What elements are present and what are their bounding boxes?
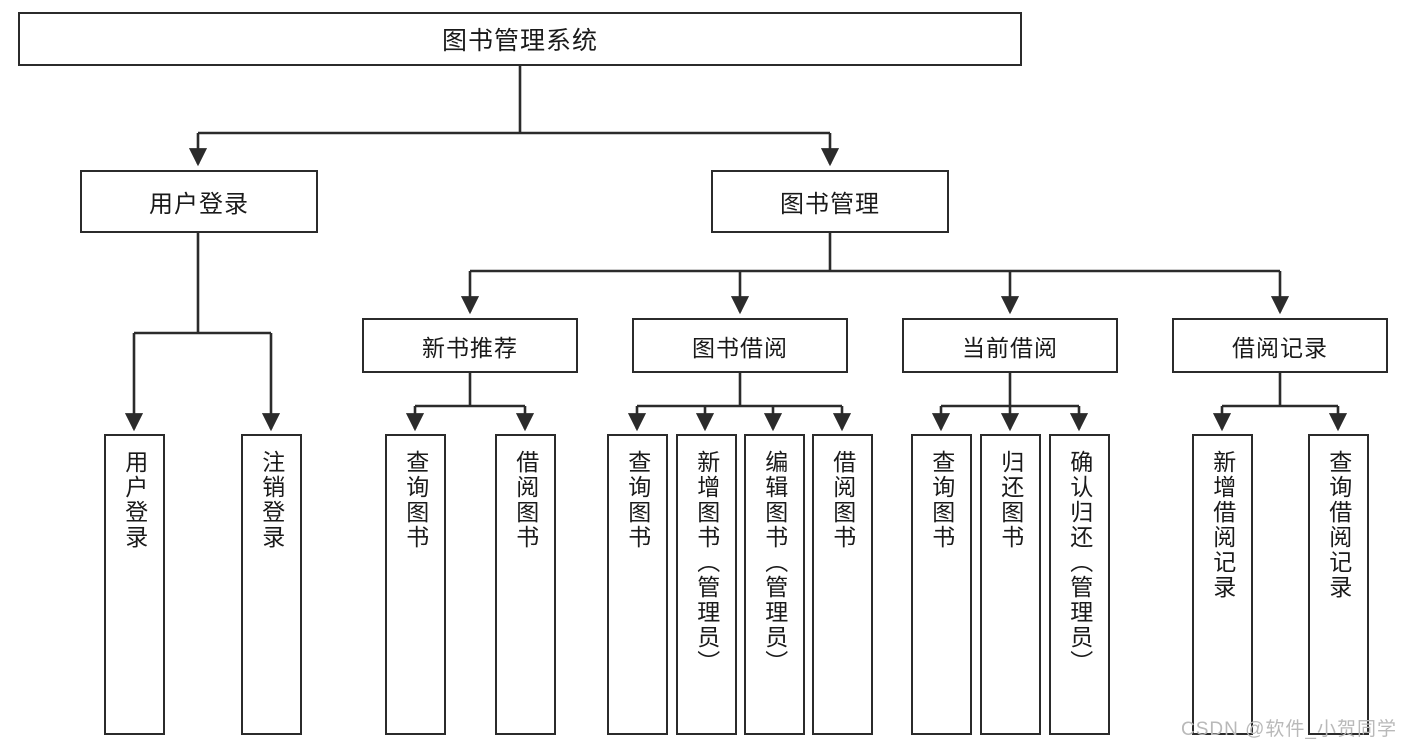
node-book-management-label: 图书管理 <box>780 191 880 218</box>
leaf-query-book-current-label: 查询图书 <box>928 450 955 550</box>
leaf-logout-label: 注销登录 <box>258 450 285 550</box>
node-new-book-recommend-label: 新书推荐 <box>422 334 518 361</box>
node-book-management[interactable]: 图书管理 <box>711 170 949 233</box>
leaf-return-book-label: 归还图书 <box>997 450 1024 550</box>
leaf-add-book-admin-label: 新增图书（管理员） <box>693 450 720 675</box>
csdn-watermark: CSDN @软件_小贺同学 <box>1181 719 1397 740</box>
leaf-logout[interactable]: 注销登录 <box>241 434 302 735</box>
leaf-edit-book-admin[interactable]: 编辑图书（管理员） <box>744 434 805 735</box>
leaf-add-borrow-record[interactable]: 新增借阅记录 <box>1192 434 1253 735</box>
leaf-borrow-book-borrow[interactable]: 借阅图书 <box>812 434 873 735</box>
leaf-add-borrow-record-label: 新增借阅记录 <box>1209 450 1236 600</box>
leaf-borrow-book-newbook[interactable]: 借阅图书 <box>495 434 556 735</box>
leaf-add-book-admin[interactable]: 新增图书（管理员） <box>676 434 737 735</box>
leaf-query-book-newbook[interactable]: 查询图书 <box>385 434 446 735</box>
node-new-book-recommend[interactable]: 新书推荐 <box>362 318 578 373</box>
leaf-confirm-return-admin-label: 确认归还（管理员） <box>1066 450 1093 675</box>
node-book-borrow-label: 图书借阅 <box>692 334 788 361</box>
leaf-query-book-current[interactable]: 查询图书 <box>911 434 972 735</box>
node-current-borrow-label: 当前借阅 <box>962 334 1058 361</box>
node-borrow-record-label: 借阅记录 <box>1232 334 1328 361</box>
leaf-query-book-borrow[interactable]: 查询图书 <box>607 434 668 735</box>
node-current-borrow[interactable]: 当前借阅 <box>902 318 1118 373</box>
leaf-query-borrow-record[interactable]: 查询借阅记录 <box>1308 434 1369 735</box>
node-root[interactable]: 图书管理系统 <box>18 12 1022 66</box>
leaf-borrow-book-borrow-label: 借阅图书 <box>829 450 856 550</box>
leaf-query-book-newbook-label: 查询图书 <box>402 450 429 550</box>
leaf-return-book[interactable]: 归还图书 <box>980 434 1041 735</box>
leaf-user-login-label: 用户登录 <box>121 450 148 550</box>
leaf-user-login[interactable]: 用户登录 <box>104 434 165 735</box>
leaf-query-borrow-record-label: 查询借阅记录 <box>1325 450 1352 600</box>
node-root-label: 图书管理系统 <box>441 27 598 55</box>
node-borrow-record[interactable]: 借阅记录 <box>1172 318 1388 373</box>
node-book-borrow[interactable]: 图书借阅 <box>632 318 848 373</box>
leaf-borrow-book-newbook-label: 借阅图书 <box>512 450 539 550</box>
node-user-login[interactable]: 用户登录 <box>80 170 318 233</box>
leaf-query-book-borrow-label: 查询图书 <box>624 450 651 550</box>
leaf-confirm-return-admin[interactable]: 确认归还（管理员） <box>1049 434 1110 735</box>
leaf-edit-book-admin-label: 编辑图书（管理员） <box>761 450 788 675</box>
node-user-login-label: 用户登录 <box>149 191 249 218</box>
